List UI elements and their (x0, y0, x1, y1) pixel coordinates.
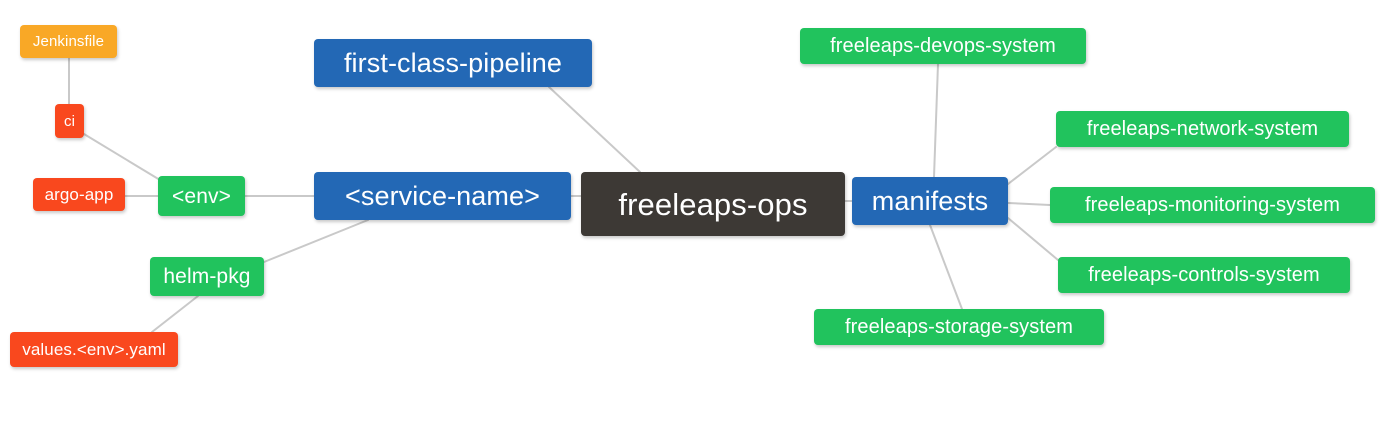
mindmap-node-freeleaps-controls-system[interactable]: freeleaps-controls-system (1058, 257, 1350, 293)
edge-values-yaml-to-helm-pkg (151, 295, 199, 333)
edge-manifests-to-freeleaps-controls-system (1007, 217, 1059, 261)
mindmap-node-freeleaps-ops[interactable]: freeleaps-ops (581, 172, 845, 236)
edge-helm-pkg-to-service-name (263, 219, 369, 263)
mindmap-node-freeleaps-network-system[interactable]: freeleaps-network-system (1056, 111, 1349, 147)
mindmap-node-freeleaps-storage-system[interactable]: freeleaps-storage-system (814, 309, 1104, 345)
mindmap-node-argo-app[interactable]: argo-app (33, 178, 125, 211)
edge-manifests-to-freeleaps-storage-system (929, 224, 963, 310)
edge-first-class-pipeline-to-freeleaps-ops (548, 86, 641, 173)
edge-manifests-to-freeleaps-monitoring-system (1007, 202, 1051, 206)
edge-ci-to-env (83, 133, 161, 181)
mindmap-node-ci[interactable]: ci (55, 104, 84, 138)
mindmap-node-freeleaps-devops-system[interactable]: freeleaps-devops-system (800, 28, 1086, 64)
edge-manifests-to-freeleaps-network-system (1007, 146, 1057, 185)
edge-manifests-to-freeleaps-devops-system (933, 63, 939, 178)
mindmap-node-helm-pkg[interactable]: helm-pkg (150, 257, 264, 296)
mindmap-node-first-class-pipeline[interactable]: first-class-pipeline (314, 39, 592, 87)
mindmap-node-env[interactable]: <env> (158, 176, 245, 216)
mindmap-node-service-name[interactable]: <service-name> (314, 172, 571, 220)
mindmap-node-values-yaml[interactable]: values.<env>.yaml (10, 332, 178, 367)
mindmap-node-freeleaps-monitoring-system[interactable]: freeleaps-monitoring-system (1050, 187, 1375, 223)
mindmap-node-manifests[interactable]: manifests (852, 177, 1008, 225)
mindmap-node-jenkinsfile[interactable]: Jenkinsfile (20, 25, 117, 58)
